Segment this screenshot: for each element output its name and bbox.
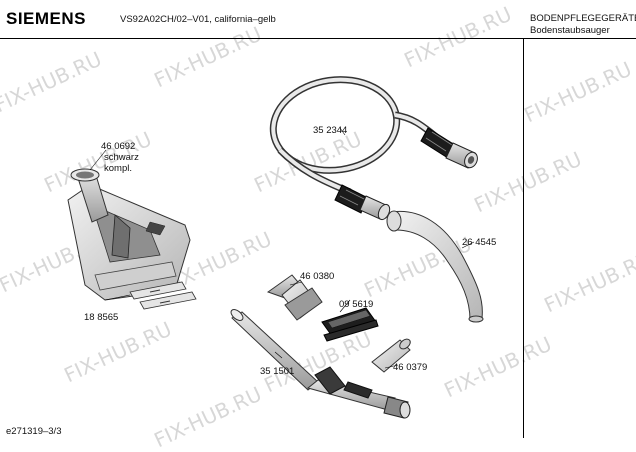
part-number-upholstery-nozzle: 46 0380	[300, 271, 335, 282]
drawing-code: e271319–3/3	[6, 426, 62, 437]
part-number-strips: 18 8565	[84, 312, 119, 323]
side-rule	[523, 38, 524, 438]
part-number-hose: 35 2344	[313, 125, 348, 136]
header-rule	[0, 38, 636, 39]
model-title: VS92A02CH/02–V01, california–gelb	[120, 14, 276, 25]
hose	[269, 76, 478, 221]
category-title: BODENPFLEGEGERÄTE	[530, 13, 636, 24]
upholstery-nozzle	[266, 274, 323, 321]
part-number-crevice-tool: 46 0379	[393, 362, 428, 373]
dusting-brush	[321, 299, 379, 342]
subcategory-title: Bodenstaubsauger	[530, 25, 610, 36]
part-number-brush: 09 5619	[339, 299, 374, 310]
replacement-strips	[104, 281, 197, 310]
telescopic-tube	[230, 309, 411, 419]
part-note-complete: kompl.	[104, 163, 132, 174]
part-note-color: schwarz	[104, 152, 139, 163]
part-number-handle: 26 4545	[462, 237, 497, 248]
hose-handle	[386, 210, 484, 323]
crevice-tool	[371, 338, 411, 373]
floor-nozzle	[67, 149, 191, 301]
part-number-tube: 35 1501	[260, 366, 295, 377]
brand-logo: SIEMENS	[6, 9, 87, 28]
part-number-floor-nozzle: 46 0692	[101, 141, 136, 152]
